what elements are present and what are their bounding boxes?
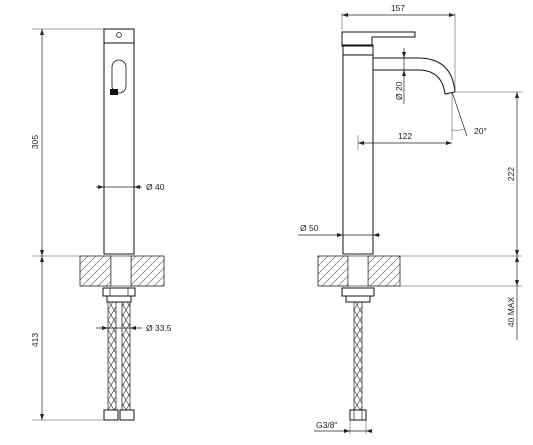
hose-side (353, 301, 363, 411)
dimension-max-counter-thickness: 40 MAX (506, 256, 519, 340)
lever-handle (341, 31, 416, 47)
faucet-body-side (342, 54, 374, 255)
fixing-nut-front (102, 287, 136, 297)
side-view: 157 Ø 20 122 20° (298, 3, 522, 434)
label-diameter-40: Ø 40 (146, 182, 165, 192)
lever-slot (111, 59, 127, 94)
dimension-height-spout-outlet: 222 (455, 91, 522, 256)
hose-fitting-left (103, 409, 119, 421)
label-diameter-20: Ø 20 (394, 81, 404, 100)
dimension-height-below-counter: 413 (30, 256, 44, 420)
dimension-height-spout-top: 305 (30, 29, 44, 256)
dimension-diameter-body: Ø 40 (96, 182, 165, 192)
hose-fitting-side (349, 409, 367, 421)
hose-fitting-right (119, 409, 135, 421)
dimension-reach-spout: 122 (357, 131, 452, 150)
label-122: 122 (398, 131, 412, 141)
top-cap-front (103, 28, 135, 44)
hose-right (121, 301, 131, 411)
label-hose-thread: G3/8" (316, 420, 337, 430)
label-diameter-50: Ø 50 (300, 223, 319, 233)
front-view: 305 413 Ø 40 (30, 28, 172, 421)
dimension-angle-spout: 20° (451, 91, 487, 140)
countertop-front (79, 255, 165, 287)
hose-left (107, 301, 117, 411)
label-157: 157 (391, 3, 405, 13)
label-305: 305 (30, 135, 40, 149)
label-40-max: 40 MAX (506, 297, 516, 328)
spout (372, 57, 456, 95)
dimension-width-total: 157 (341, 3, 456, 90)
label-222: 222 (506, 167, 516, 181)
label-413: 413 (30, 333, 40, 347)
dimension-hose-thread: G3/8" (314, 420, 372, 434)
dimension-diameter-tail: Ø 33.5 (96, 323, 172, 333)
label-angle-20: 20° (474, 126, 487, 136)
countertop-side (317, 255, 522, 287)
dimension-diameter-base: Ø 50 (298, 223, 380, 237)
cap-screw (116, 32, 122, 38)
dimension-diameter-spout: Ø 20 (394, 48, 406, 104)
label-diameter-33-5: Ø 33.5 (146, 323, 172, 333)
fixing-nut-side (341, 287, 375, 297)
lever-slot-shadow (110, 89, 118, 95)
